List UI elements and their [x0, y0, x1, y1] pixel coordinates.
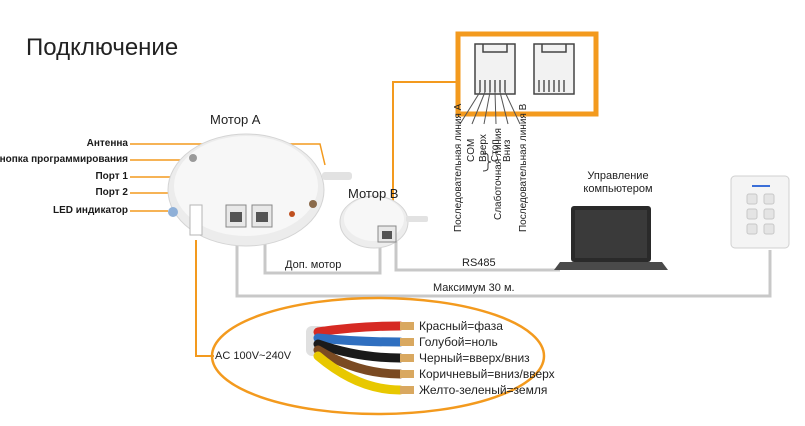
- rs485-label: RS485: [462, 257, 496, 269]
- motor-a-device: [167, 133, 352, 247]
- page-title: Подключение: [26, 34, 179, 61]
- wire-tip-3: [400, 370, 414, 378]
- wall-switch-device: [730, 175, 790, 249]
- wire-label-1: Голубой=ноль: [419, 335, 498, 349]
- power-cable-line: [195, 240, 214, 357]
- rj-connector-line: [392, 81, 458, 238]
- prog-button-label: Кнопка программирования: [0, 154, 128, 165]
- wire-label-4: Желто-зеленый=земля: [419, 383, 548, 397]
- cable-aux-motor: [263, 240, 382, 275]
- wire-tip-2: [400, 354, 414, 362]
- antenna-label: Антенна: [86, 138, 128, 149]
- cable-rs485: [394, 240, 560, 272]
- computer-control-label: Управление компьютером: [583, 170, 653, 195]
- pinout-serial-b: Последовательная линия B: [518, 103, 529, 232]
- port1-label: Порт 1: [95, 171, 128, 182]
- motor-b-device: [339, 195, 428, 249]
- pointer-antenna: [130, 143, 326, 166]
- pinout-serial-a: Последовательная линия A: [453, 103, 464, 232]
- pinout-weak-current: Слаботочная линия: [493, 128, 504, 220]
- wire-3: [313, 345, 405, 379]
- rj-connector-box: [455, 31, 599, 125]
- cable-max-distance: [235, 240, 772, 298]
- wire-tip-0: [400, 322, 414, 330]
- port2-label: Порт 2: [95, 187, 128, 198]
- wire-bundle: [306, 321, 414, 395]
- pinout-up: Вверх: [478, 134, 489, 162]
- motor-a-label: Мотор A: [210, 112, 261, 127]
- wire-label-0: Красный=фаза: [419, 319, 503, 333]
- pinout-com: COM: [466, 138, 477, 162]
- aux-motor-label: Доп. мотор: [285, 259, 342, 271]
- wire-tip-1: [400, 338, 414, 346]
- motor-b-label: Мотор B: [348, 186, 399, 201]
- wire-legend-oval: [210, 296, 546, 416]
- wire-0: [313, 321, 405, 337]
- wire-label-2: Черный=вверх/вниз: [419, 351, 530, 365]
- wire-4: [313, 351, 405, 395]
- laptop-device: [554, 206, 668, 270]
- max-distance-label: Максимум 30 м.: [433, 282, 515, 294]
- wire-tip-4: [400, 386, 414, 394]
- led-label: LED индикатор: [52, 205, 128, 216]
- wire-label-3: Коричневый=вниз/вверх: [419, 367, 555, 381]
- wire-2: [313, 339, 405, 363]
- ac-power-label: AC 100V~240V: [215, 350, 292, 362]
- pinout-brace: [482, 152, 492, 172]
- wire-1: [313, 333, 405, 347]
